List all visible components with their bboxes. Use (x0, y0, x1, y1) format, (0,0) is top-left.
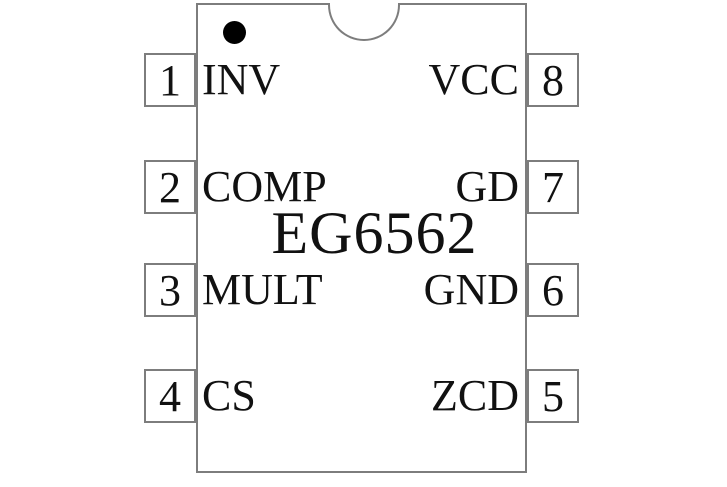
pin-number-5: 5 (542, 371, 564, 421)
pin-label-zcd: ZCD (431, 371, 519, 420)
pin-label-gd: GD (455, 162, 519, 211)
pin-label-comp: COMP (202, 162, 327, 211)
pin-box-3: 3 (144, 263, 196, 317)
pin-box-8: 8 (527, 53, 579, 107)
part-number: EG6562 (271, 200, 478, 266)
pin-number-3: 3 (159, 265, 181, 315)
pin-box-7: 7 (527, 160, 579, 214)
pin-label-inv: INV (202, 55, 281, 104)
pin-number-7: 7 (542, 162, 564, 212)
pin-box-1: 1 (144, 53, 196, 107)
pin-number-1: 1 (159, 55, 181, 105)
orientation-notch-icon (328, 3, 400, 41)
pin-label-mult: MULT (202, 265, 323, 314)
pin-number-4: 4 (159, 371, 181, 421)
pin-number-2: 2 (159, 162, 181, 212)
ic-body: EG6562 1 2 3 4 8 7 6 5 INV COMP MULT C (144, 3, 579, 473)
pin-number-6: 6 (542, 265, 564, 315)
pin-box-2: 2 (144, 160, 196, 214)
pin1-dot-icon (223, 21, 246, 44)
pin-box-4: 4 (144, 369, 196, 423)
pin-box-5: 5 (527, 369, 579, 423)
pin-label-gnd: GND (423, 265, 519, 314)
pin-box-6: 6 (527, 263, 579, 317)
pin-label-vcc: VCC (428, 55, 519, 104)
pin-number-8: 8 (542, 55, 564, 105)
pin-label-cs: CS (202, 371, 256, 420)
